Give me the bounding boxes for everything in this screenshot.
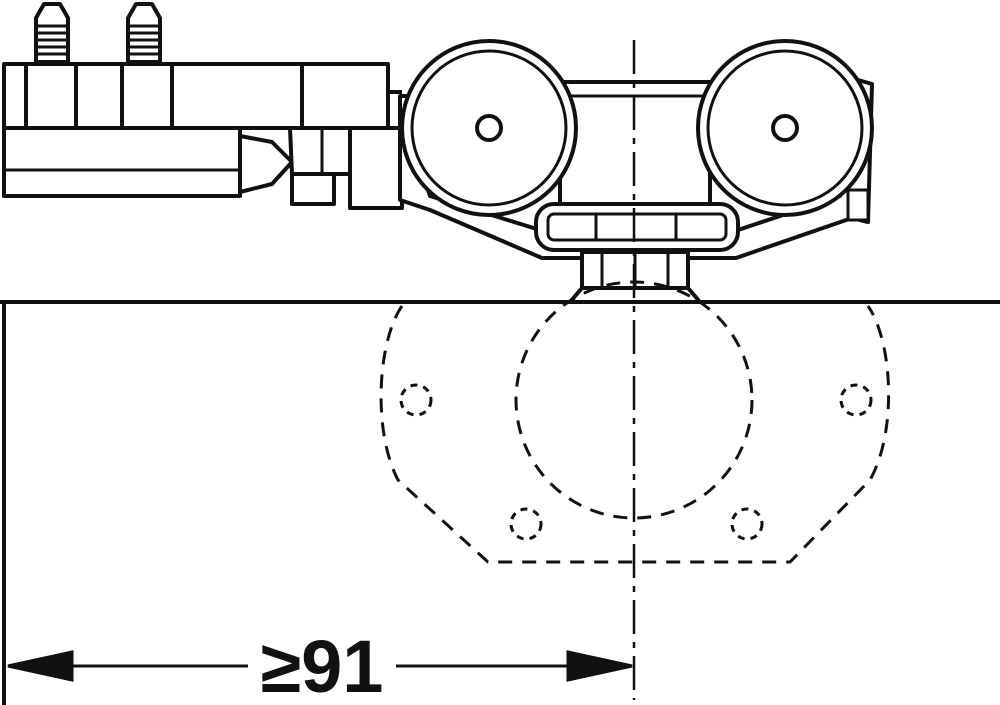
wheel-right	[696, 39, 874, 217]
threaded-stud-left	[34, 2, 70, 64]
threaded-stud-right	[126, 2, 162, 64]
dimension-label: ≥91	[261, 625, 384, 705]
bar-tip	[238, 134, 294, 194]
upper-mounting-block	[2, 62, 390, 130]
door-panel	[0, 300, 1000, 705]
dimension-arrow-right	[566, 650, 633, 682]
screw-hole-2	[839, 383, 873, 417]
adapter-housing	[288, 126, 352, 176]
screw-hole-1	[399, 383, 433, 417]
screw-hole-4	[730, 507, 764, 541]
dimension-arrow-left	[7, 650, 74, 682]
housing-side	[348, 126, 404, 210]
connector-assembly	[2, 2, 404, 210]
lower-bar	[2, 126, 242, 198]
plate-outline	[379, 305, 891, 564]
screw-hole-3	[509, 507, 543, 541]
wheel-left	[400, 39, 578, 217]
dimension-line	[7, 650, 633, 682]
roller-carriage	[398, 39, 874, 304]
wheel-axle-right	[771, 114, 799, 142]
wheel-axle-left	[475, 114, 503, 142]
